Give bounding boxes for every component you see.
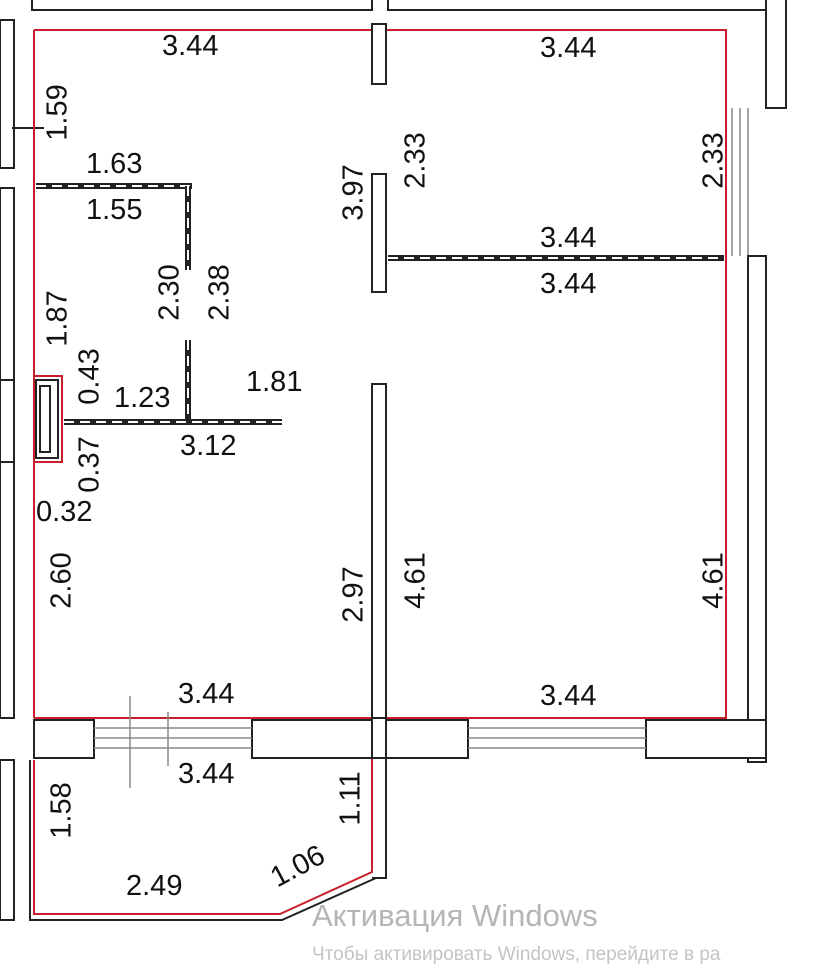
balcony-outer [29, 760, 377, 921]
central-partitions [371, 23, 387, 719]
dashed-partitions [36, 183, 724, 425]
dim-partition-height: 3.97 [337, 164, 370, 221]
dim-closet-side-outer: 2.38 [203, 264, 236, 321]
dim-balcony-right-height: 1.11 [334, 771, 367, 826]
dim-closet-top-outer: 1.63 [86, 148, 143, 180]
dim-right-room-right-height: 2.33 [697, 132, 730, 189]
dim-left-mid-segment: 1.87 [41, 290, 74, 347]
dim-balcony-left-height: 1.58 [45, 782, 78, 839]
room-outlines [33, 29, 727, 915]
dim-niche-wall-length: 1.23 [114, 382, 171, 414]
left-walls [0, 19, 15, 921]
dim-right-partition-bottom: 3.44 [540, 268, 597, 300]
dim-niche-upper: 0.43 [73, 348, 106, 405]
dim-bottom-left-width: 3.44 [178, 678, 235, 710]
dim-top-left-width: 3.44 [162, 30, 219, 62]
dim-right-room-lower-left-height: 4.61 [399, 552, 432, 609]
dim-balcony-top-width: 3.44 [178, 758, 235, 790]
dim-closet-side-inner: 2.30 [153, 264, 186, 321]
bottom-walls [33, 719, 767, 879]
right-window [731, 108, 767, 763]
dim-corridor-wall-length: 3.12 [180, 430, 237, 462]
dim-closet-top-inner: 1.55 [86, 194, 143, 226]
dim-right-partition-top: 3.44 [540, 222, 597, 254]
dim-niche-lower: 0.37 [73, 436, 106, 493]
niche [35, 379, 59, 459]
dim-top-right-width: 3.44 [540, 32, 597, 64]
windows-activation-subtitle: Чтобы активировать Windows, перейдите в … [312, 944, 721, 965]
dim-right-room-left-height: 2.33 [399, 132, 432, 189]
dim-balcony-bottom-width: 2.49 [126, 870, 183, 902]
dim-niche-depth: 0.32 [36, 496, 93, 528]
dim-corridor-right-segment: 1.81 [246, 366, 303, 398]
dim-left-lower-segment: 2.60 [45, 552, 78, 609]
windows-activation-title: Активация Windows [312, 898, 598, 933]
dim-bottom-right-width: 3.44 [540, 680, 597, 712]
bottom-windows [94, 696, 646, 788]
dim-left-upper-segment: 1.59 [41, 84, 74, 141]
dim-right-room-lower-right-height: 4.61 [697, 552, 730, 609]
top-walls [31, 0, 787, 109]
dim-center-lower-height: 2.97 [337, 566, 370, 623]
